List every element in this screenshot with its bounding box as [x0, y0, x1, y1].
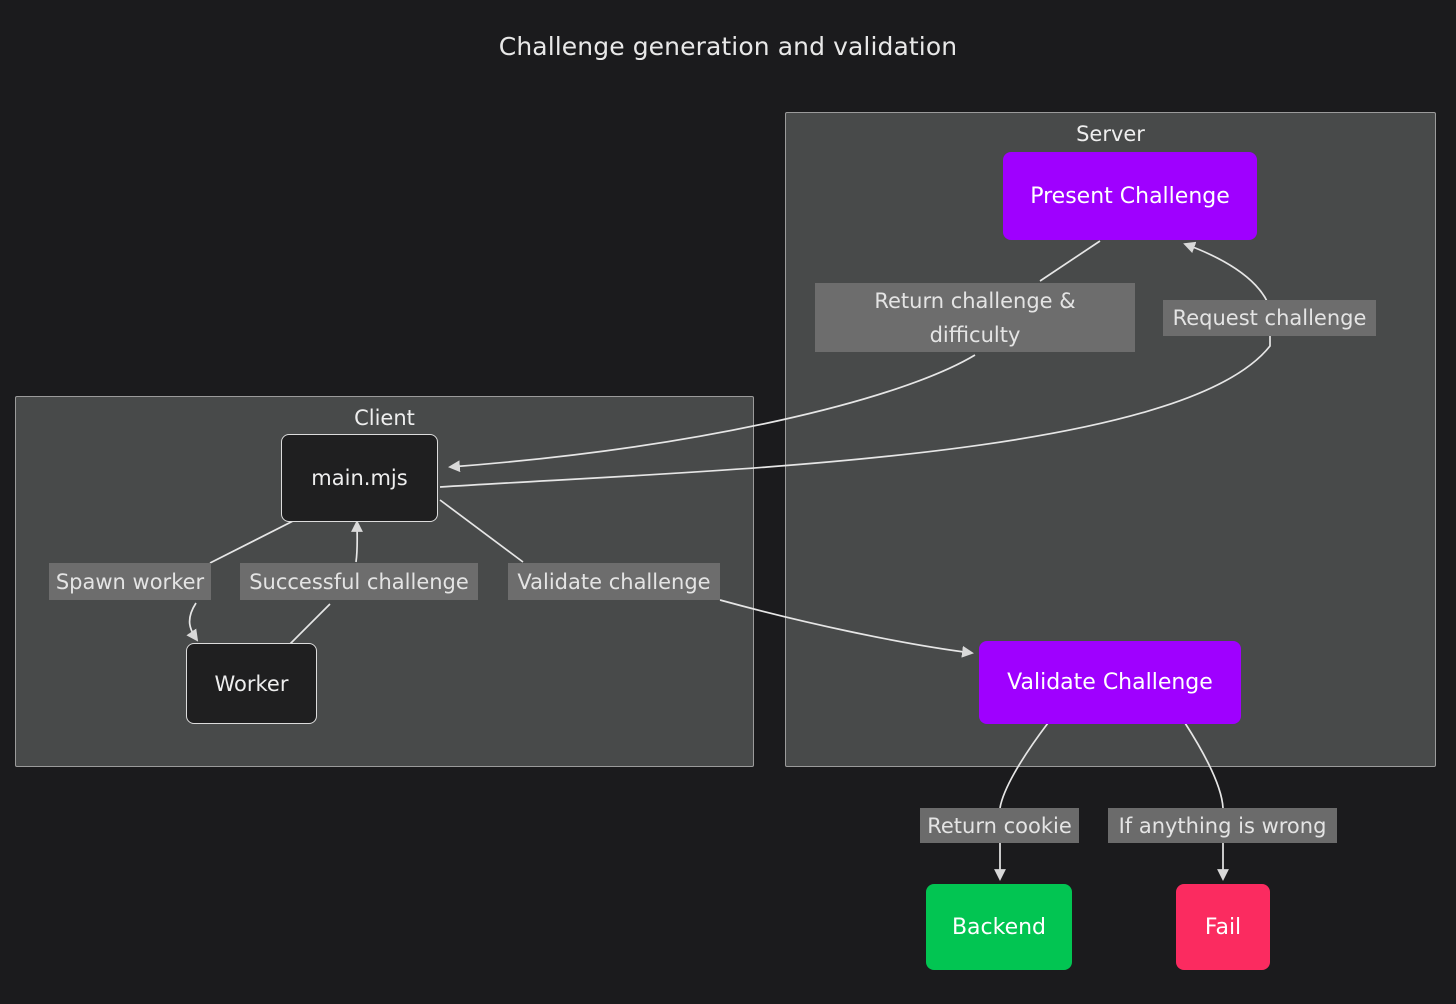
edge-label-request-challenge-text: Request challenge [1172, 306, 1367, 330]
edge-label-validate-challenge-text: Validate challenge [517, 569, 711, 594]
edge-label-successful-challenge: Successful challenge [240, 563, 478, 600]
node-fail[interactable]: Fail [1176, 884, 1270, 970]
node-worker-label: Worker [214, 671, 289, 696]
node-validate-challenge-label: Validate Challenge [1007, 670, 1213, 695]
page-title: Challenge generation and validation [498, 32, 958, 61]
edge-label-return-challenge-difficulty-text: Return challenge & difficulty [874, 288, 1076, 347]
subgraph-client-label: Client [354, 406, 415, 430]
edge-label-if-anything-is-wrong: If anything is wrong [1108, 808, 1337, 843]
edge-label-spawn-worker-text: Spawn worker [55, 569, 205, 594]
edge-label-if-anything-is-wrong-text: If anything is wrong [1118, 813, 1327, 838]
node-backend[interactable]: Backend [926, 884, 1072, 970]
edge-label-spawn-worker: Spawn worker [49, 563, 211, 600]
subgraph-server-label: Server [1076, 122, 1145, 146]
node-validate-challenge[interactable]: Validate Challenge [979, 641, 1241, 724]
edge-label-successful-challenge-text: Successful challenge [249, 569, 469, 594]
node-worker[interactable]: Worker [186, 643, 317, 724]
node-backend-label: Backend [951, 914, 1047, 940]
edge-label-validate-challenge: Validate challenge [508, 563, 720, 600]
node-present-challenge-label: Present Challenge [1030, 183, 1230, 209]
edge-label-return-challenge-difficulty: Return challenge & difficulty [815, 283, 1135, 352]
node-main-mjs[interactable]: main.mjs [281, 434, 438, 522]
edge-label-request-challenge: Request challenge [1163, 300, 1376, 336]
node-main-mjs-label: main.mjs [311, 466, 408, 490]
edge-label-return-cookie-text: Return cookie [927, 813, 1072, 838]
node-present-challenge[interactable]: Present Challenge [1003, 152, 1257, 240]
edge-label-return-cookie: Return cookie [920, 808, 1079, 843]
node-fail-label: Fail [1204, 914, 1242, 940]
